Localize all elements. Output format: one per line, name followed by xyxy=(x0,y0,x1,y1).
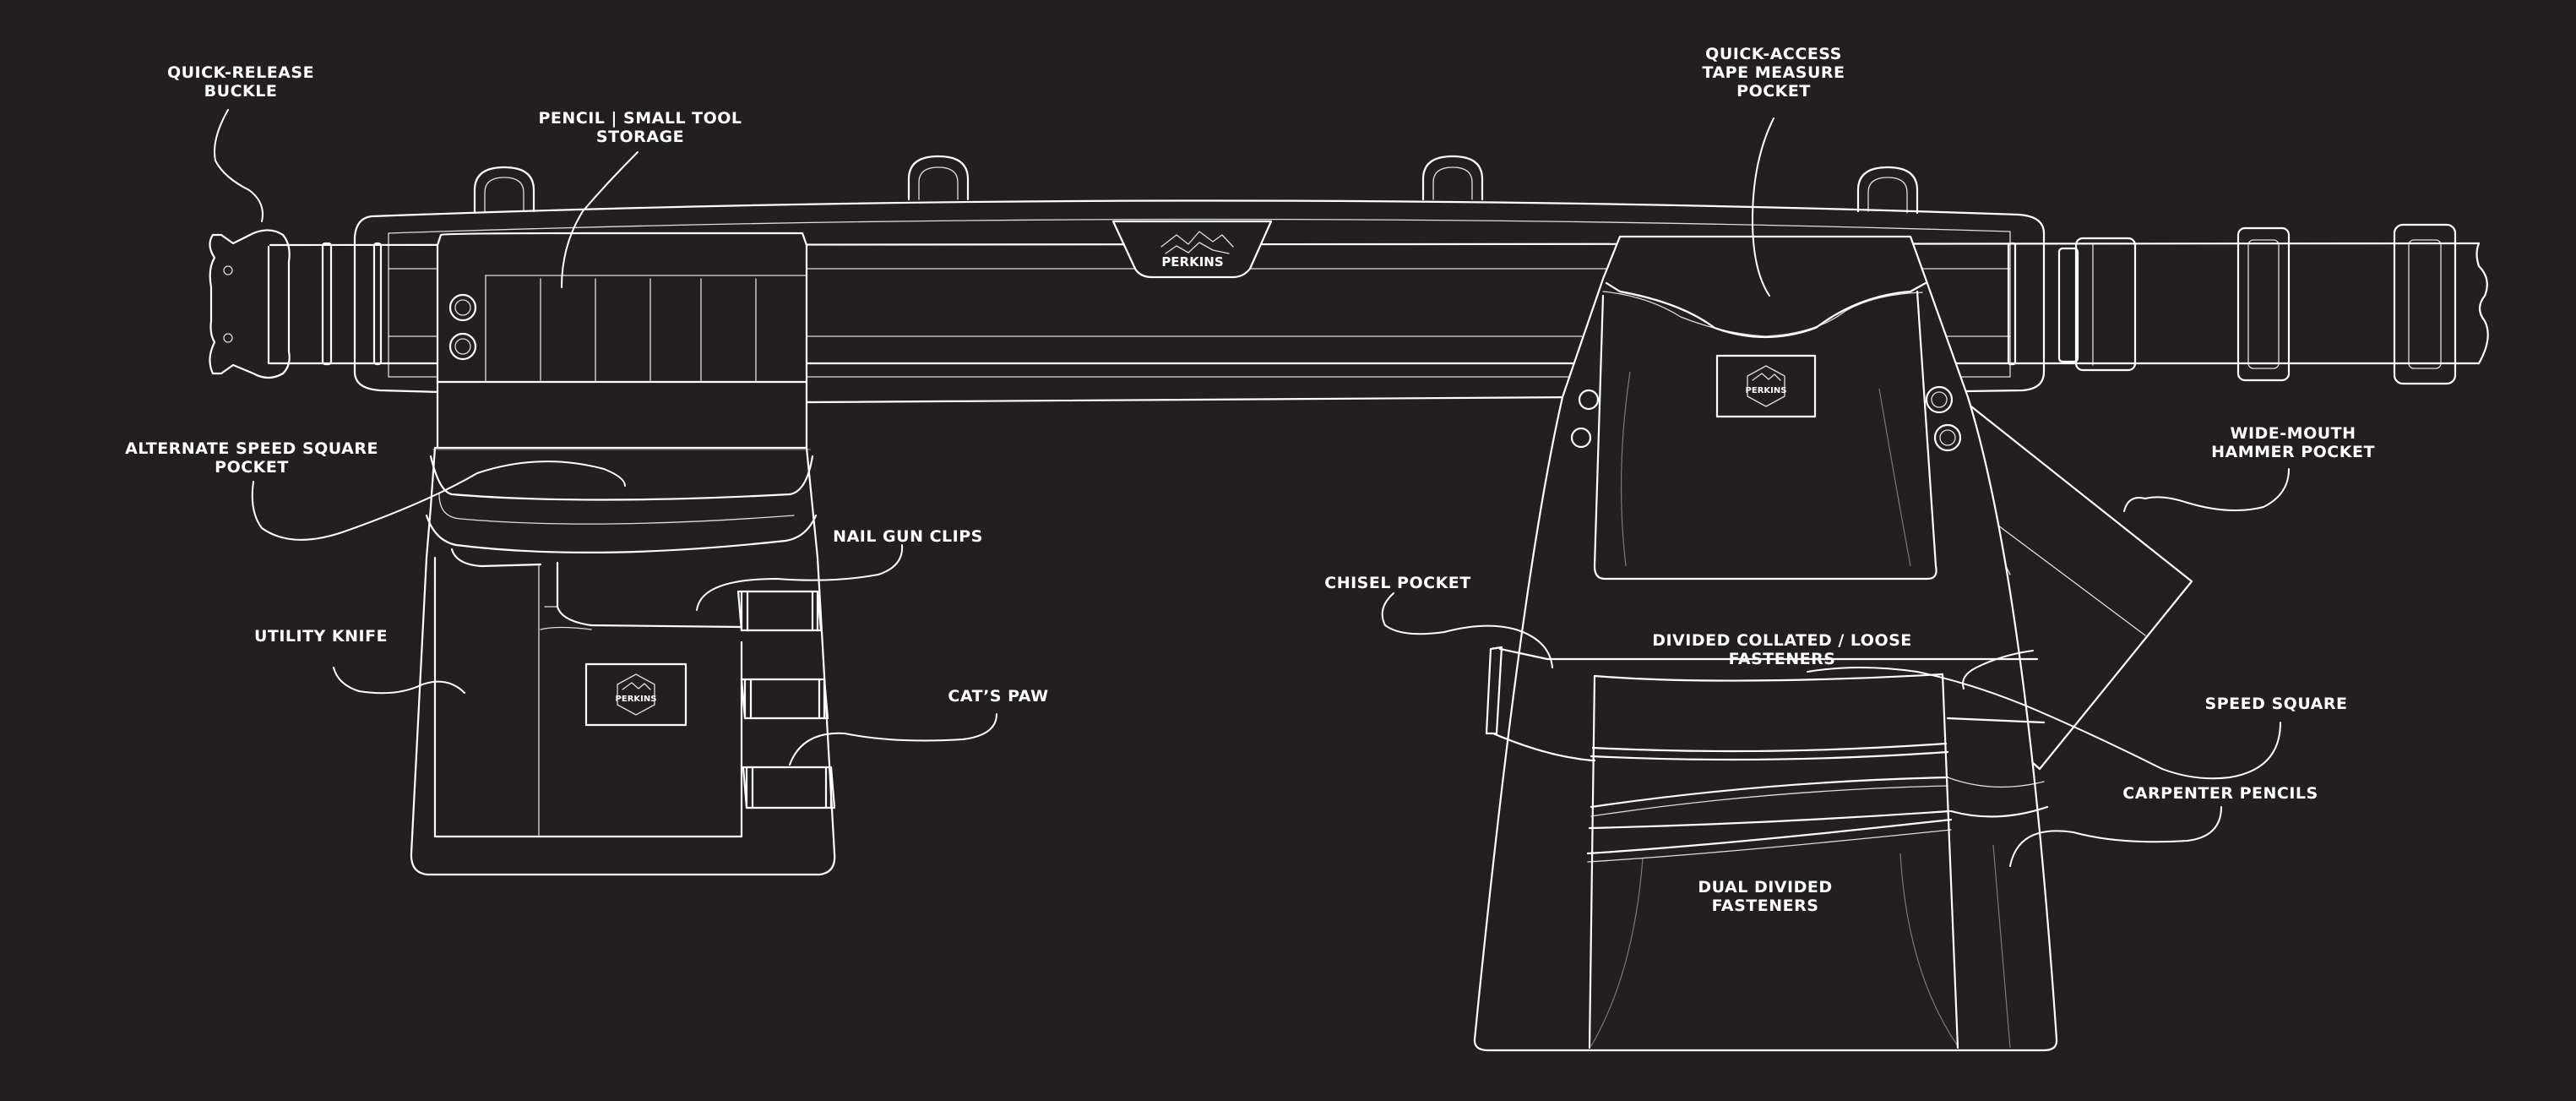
right-patch-brand-text: PERKINS xyxy=(1746,386,1787,395)
left-pouch: PERKINS xyxy=(410,232,836,876)
buckle xyxy=(209,229,291,379)
callout-cats-paw: CAT’S PAW xyxy=(948,687,1049,706)
callout-pencil-small-tool-storage: PENCIL | SMALL TOOL STORAGE xyxy=(538,109,742,146)
callout-divided-collated-loose-fasteners: DIVIDED COLLATED / LOOSE FASTENERS xyxy=(1652,631,1912,668)
left-pouch-patch xyxy=(584,662,687,727)
callout-nail-gun-clips: NAIL GUN CLIPS xyxy=(833,527,983,546)
right-pouch: PERKINS xyxy=(1473,235,2193,1052)
callout-wide-mouth-hammer-pocket: WIDE-MOUTH HAMMER POCKET xyxy=(2211,424,2375,461)
callout-quick-access-tape-measure-pocket: QUICK-ACCESS TAPE MEASURE POCKET xyxy=(1702,45,1845,101)
callout-carpenter-pencils: CARPENTER PENCILS xyxy=(2122,784,2318,803)
callout-speed-square: SPEED SQUARE xyxy=(2204,695,2348,713)
right-pouch-patch xyxy=(1715,354,1817,418)
left-patch-brand-text: PERKINS xyxy=(616,695,657,704)
callout-alternate-speed-square-pocket: ALTERNATE SPEED SQUARE POCKET xyxy=(125,439,378,477)
belt-brand-text: PERKINS xyxy=(1161,254,1223,270)
callout-utility-knife: UTILITY KNIFE xyxy=(253,627,389,646)
leader-lines xyxy=(214,109,2290,867)
callout-quick-release-buckle: QUICK-RELEASE BUCKLE xyxy=(166,63,315,101)
callout-chisel-pocket: CHISEL POCKET xyxy=(1324,574,1471,592)
callout-dual-divided-fasteners: DUAL DIVIDED FASTENERS xyxy=(1698,878,1833,915)
